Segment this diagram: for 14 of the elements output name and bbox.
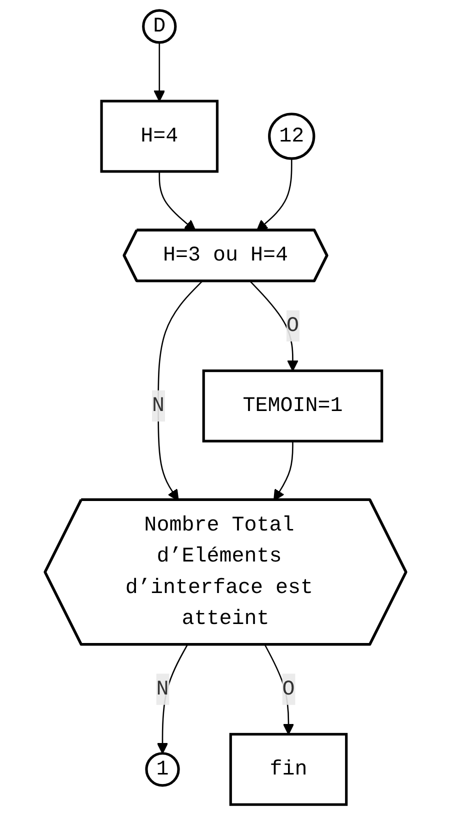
edge-label: O (282, 678, 295, 702)
node-circle: D (142, 9, 177, 44)
arrow (273, 441, 294, 501)
node-circle: 1 (145, 752, 180, 787)
node-box: H=4 (100, 100, 219, 173)
node-circle: 12 (268, 112, 316, 160)
arrow (256, 158, 292, 232)
edge-label: O (286, 314, 299, 338)
node-box: fin (229, 732, 348, 806)
arrow (154, 42, 166, 102)
edge-label: N (156, 678, 169, 702)
arrow (158, 171, 196, 232)
node-box: TEMOIN=1 (202, 369, 384, 442)
edge-label: N (152, 394, 165, 418)
